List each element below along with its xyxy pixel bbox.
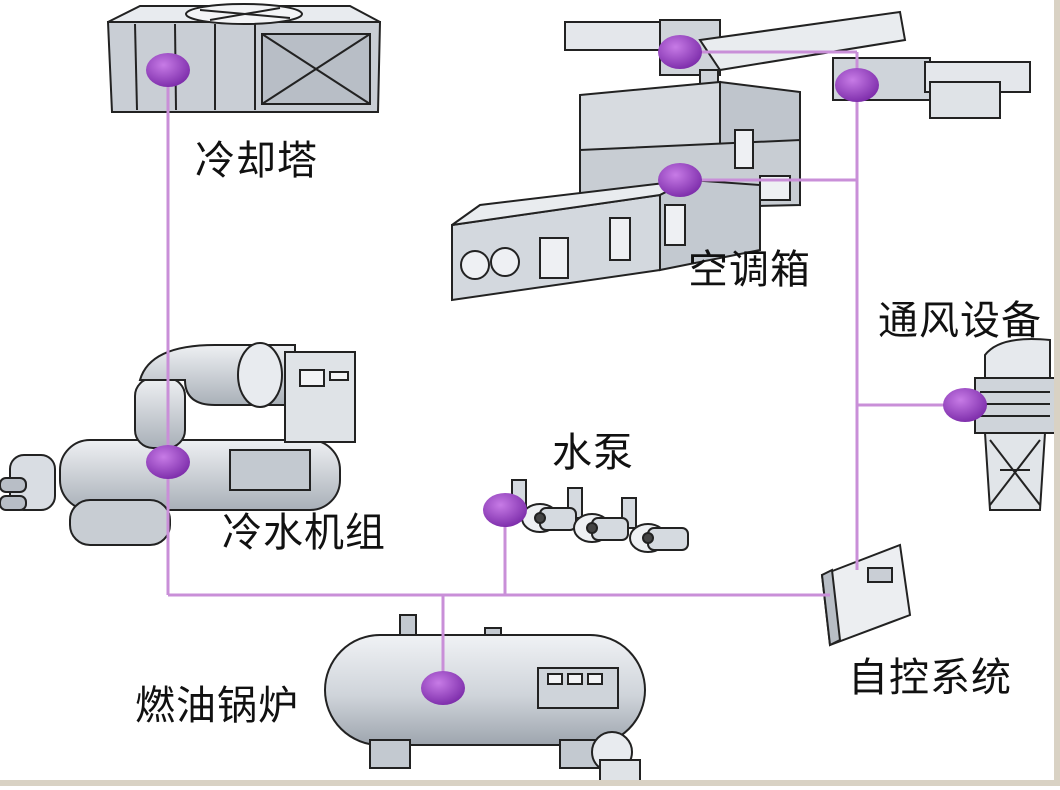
chiller-equipment bbox=[0, 342, 356, 546]
controls-equipment bbox=[820, 543, 912, 647]
node-cooling-tower bbox=[146, 53, 190, 87]
boiler-equipment bbox=[324, 614, 646, 783]
label-air-handler: 空调箱 bbox=[688, 247, 811, 293]
node-duct-left bbox=[658, 35, 702, 69]
node-chiller bbox=[146, 445, 190, 479]
connection-nodes bbox=[146, 35, 987, 705]
label-chiller: 冷水机组 bbox=[222, 510, 386, 556]
label-pump: 水泵 bbox=[552, 430, 634, 476]
label-cooling-tower: 冷却塔 bbox=[195, 138, 318, 184]
node-boiler bbox=[421, 671, 465, 705]
node-air-handler bbox=[658, 163, 702, 197]
node-ventilation bbox=[943, 388, 987, 422]
label-ventilation: 通风设备 bbox=[878, 298, 1042, 344]
bottom-border bbox=[0, 780, 1060, 786]
node-duct-right bbox=[835, 68, 879, 102]
pump-equipment bbox=[511, 479, 689, 553]
label-controls: 自控系统 bbox=[848, 655, 1012, 701]
ventilation-equipment bbox=[974, 338, 1056, 511]
node-pump bbox=[483, 493, 527, 527]
right-border bbox=[1054, 0, 1060, 786]
cooling-tower-equipment bbox=[106, 3, 382, 113]
label-boiler: 燃油锅炉 bbox=[135, 683, 299, 729]
